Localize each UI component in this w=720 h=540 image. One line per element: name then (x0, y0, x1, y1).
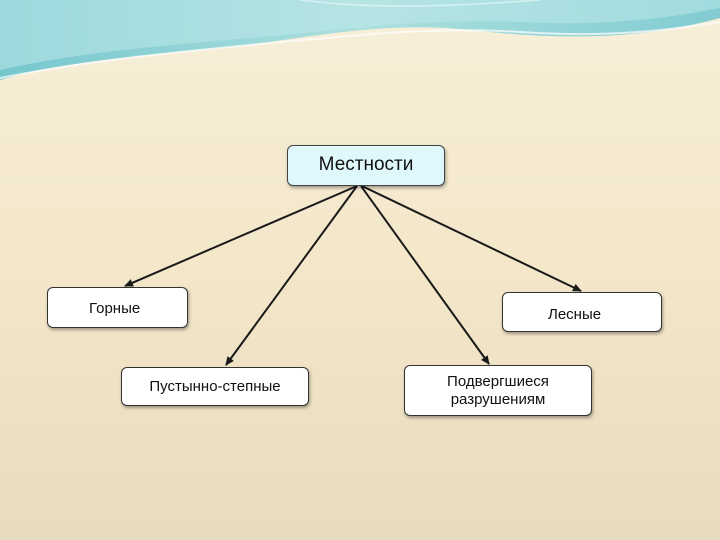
edge-root-damaged (360, 185, 490, 365)
child-node-damaged: Подвергшиеся разрушениям (404, 365, 592, 416)
child-node-mountain: Горные (47, 287, 188, 328)
child-node-label: Горные (89, 300, 141, 317)
child-node-desert-steppe: Пустынно-степные (121, 367, 309, 406)
header-wave-decoration (0, 0, 720, 80)
child-node-label: Лесные (548, 306, 602, 323)
edge-root-mountain (124, 185, 358, 287)
edge-root-desert (225, 185, 358, 366)
child-node-label: Пустынно-степные (149, 378, 281, 395)
child-node-label: Подвергшиеся разрушениям (447, 373, 549, 408)
root-node-label: Местности (318, 154, 414, 175)
edge-root-forest (361, 185, 582, 292)
root-node: Местности (287, 145, 445, 186)
child-node-forest: Лесные (502, 292, 662, 332)
